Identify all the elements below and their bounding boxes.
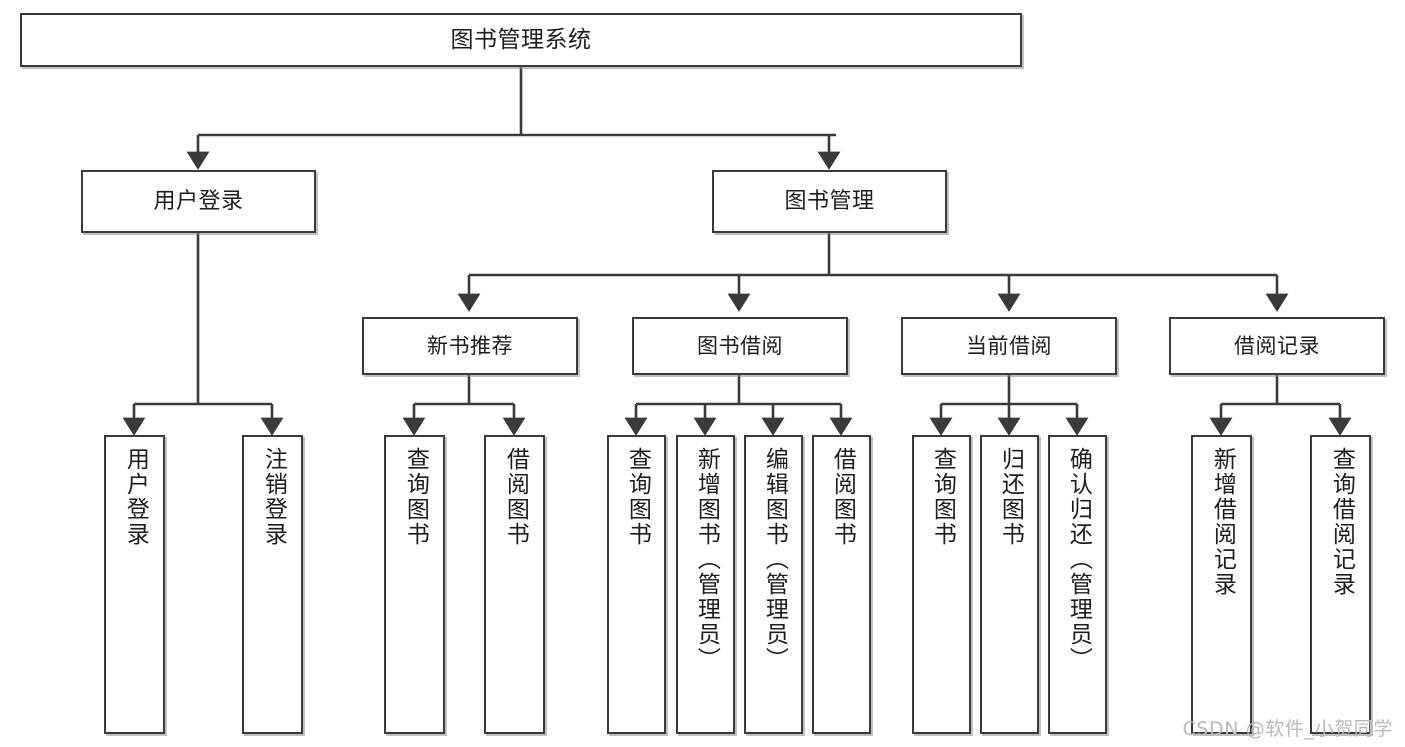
node-label: 编辑图书（管理员）	[761, 447, 788, 672]
node-book-management[interactable]: 图书管理	[712, 170, 947, 233]
leaf-borrow-book-new[interactable]: 借阅图书	[484, 435, 545, 734]
leaf-logout[interactable]: 注销登录	[242, 435, 303, 734]
node-label: 查询图书	[402, 447, 429, 547]
node-label: 新增图书（管理员）	[693, 447, 720, 672]
node-label: 用户登录	[122, 447, 149, 547]
node-label: 查询图书	[929, 447, 956, 547]
node-label: 图书借阅	[697, 333, 783, 358]
node-label: 当前借阅	[966, 333, 1052, 358]
node-label: 查询图书	[624, 447, 651, 547]
leaf-edit-book-admin[interactable]: 编辑图书（管理员）	[744, 435, 803, 734]
leaf-return-book[interactable]: 归还图书	[980, 435, 1039, 734]
node-label: 确认归还（管理员）	[1065, 447, 1092, 672]
node-label: 归还图书	[997, 447, 1024, 547]
leaf-query-book-current[interactable]: 查询图书	[912, 435, 971, 734]
node-label: 借阅记录	[1234, 333, 1320, 358]
node-user-login[interactable]: 用户登录	[81, 170, 316, 233]
leaf-add-book-admin[interactable]: 新增图书（管理员）	[676, 435, 735, 734]
node-label: 查询借阅记录	[1328, 447, 1355, 597]
node-label: 借阅图书	[829, 447, 856, 547]
node-new-book-recommend[interactable]: 新书推荐	[362, 317, 578, 375]
leaf-borrow-book[interactable]: 借阅图书	[812, 435, 871, 734]
node-label: 图书管理系统	[450, 26, 592, 53]
node-label: 注销登录	[260, 447, 287, 547]
node-root[interactable]: 图书管理系统	[20, 13, 1022, 67]
leaf-query-book-borrow[interactable]: 查询图书	[607, 435, 666, 734]
leaf-query-book-new[interactable]: 查询图书	[384, 435, 445, 734]
node-borrow-records[interactable]: 借阅记录	[1169, 317, 1385, 375]
node-label: 图书管理	[784, 188, 875, 214]
node-label: 借阅图书	[502, 447, 529, 547]
node-label: 用户登录	[153, 188, 244, 214]
leaf-add-borrow-record[interactable]: 新增借阅记录	[1191, 435, 1252, 734]
leaf-confirm-return-admin[interactable]: 确认归还（管理员）	[1048, 435, 1107, 734]
node-label: 新书推荐	[427, 333, 513, 358]
node-label: 新增借阅记录	[1209, 447, 1236, 597]
node-current-borrow[interactable]: 当前借阅	[901, 317, 1117, 375]
leaf-query-borrow-record[interactable]: 查询借阅记录	[1310, 435, 1371, 734]
watermark: CSDN @软件_小贺同学	[1182, 718, 1393, 740]
node-book-borrow[interactable]: 图书借阅	[632, 317, 848, 375]
leaf-user-login[interactable]: 用户登录	[104, 435, 165, 734]
